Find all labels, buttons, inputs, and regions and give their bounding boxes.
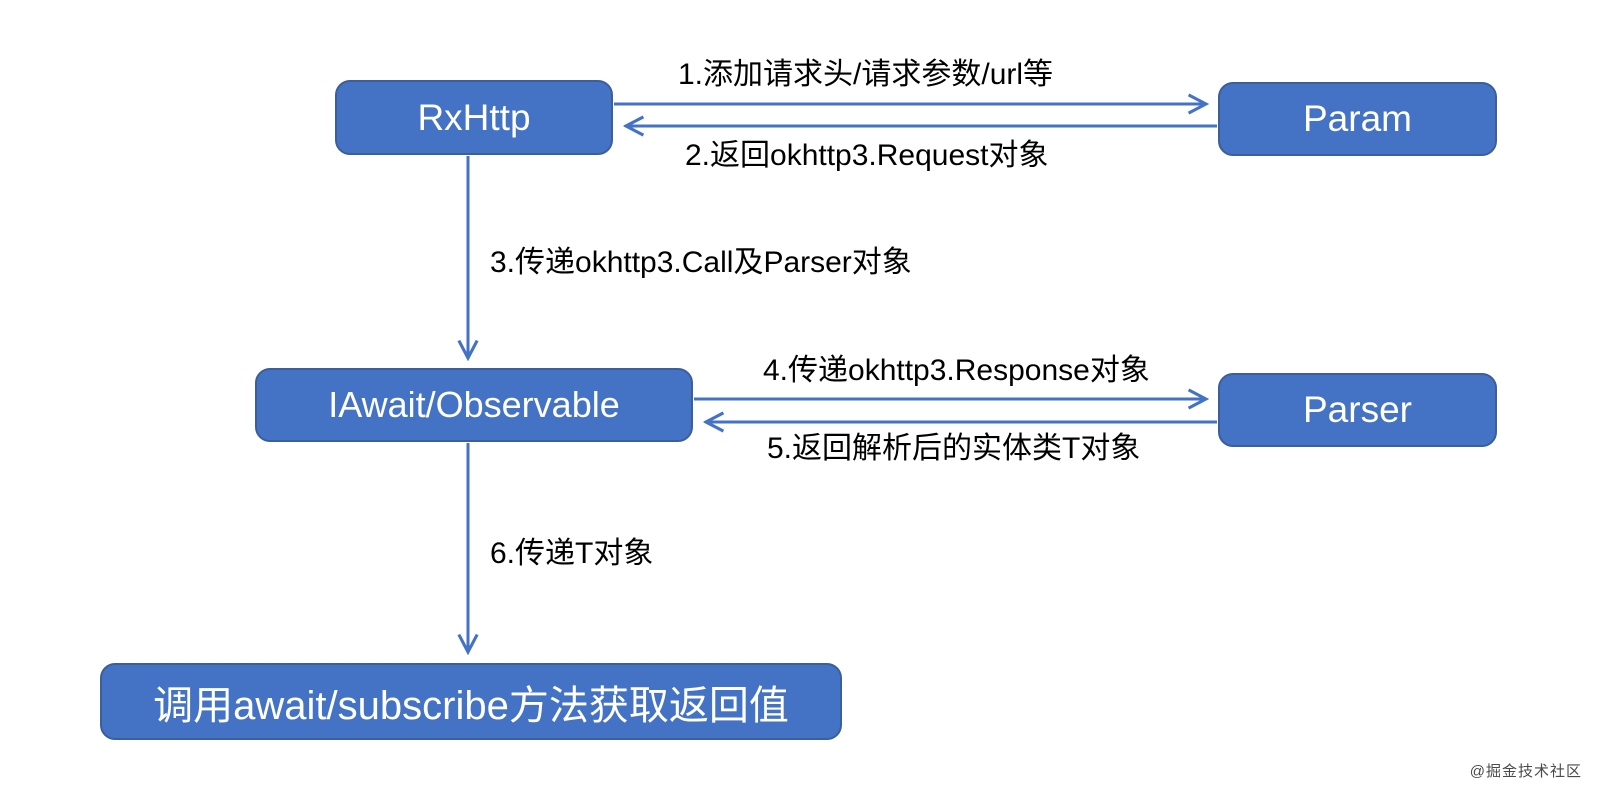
- node-param: Param: [1218, 82, 1497, 156]
- edge-label-2: 2.返回okhttp3.Request对象: [685, 139, 1049, 172]
- edge-label-6: 6.传递T对象: [490, 537, 654, 570]
- node-parser-label: Parser: [1303, 389, 1412, 430]
- node-iawait-observable: IAwait/Observable: [255, 368, 693, 442]
- node-param-label: Param: [1303, 98, 1412, 139]
- watermark: @掘金技术社区: [1469, 763, 1582, 780]
- edge-label-3: 3.传递okhttp3.Call及Parser对象: [490, 246, 912, 279]
- edge-label-1: 1.添加请求头/请求参数/url等: [678, 58, 1054, 91]
- node-result: 调用await/subscribe方法获取返回值: [100, 663, 842, 740]
- node-iawait-observable-label: IAwait/Observable: [328, 384, 620, 425]
- node-parser: Parser: [1218, 373, 1497, 447]
- edge-label-5: 5.返回解析后的实体类T对象: [767, 432, 1141, 465]
- node-result-label: 调用await/subscribe方法获取返回值: [153, 683, 789, 728]
- node-rxhttp-label: RxHttp: [417, 96, 531, 138]
- node-rxhttp: RxHttp: [335, 80, 613, 155]
- edge-label-4: 4.传递okhttp3.Response对象: [763, 354, 1150, 387]
